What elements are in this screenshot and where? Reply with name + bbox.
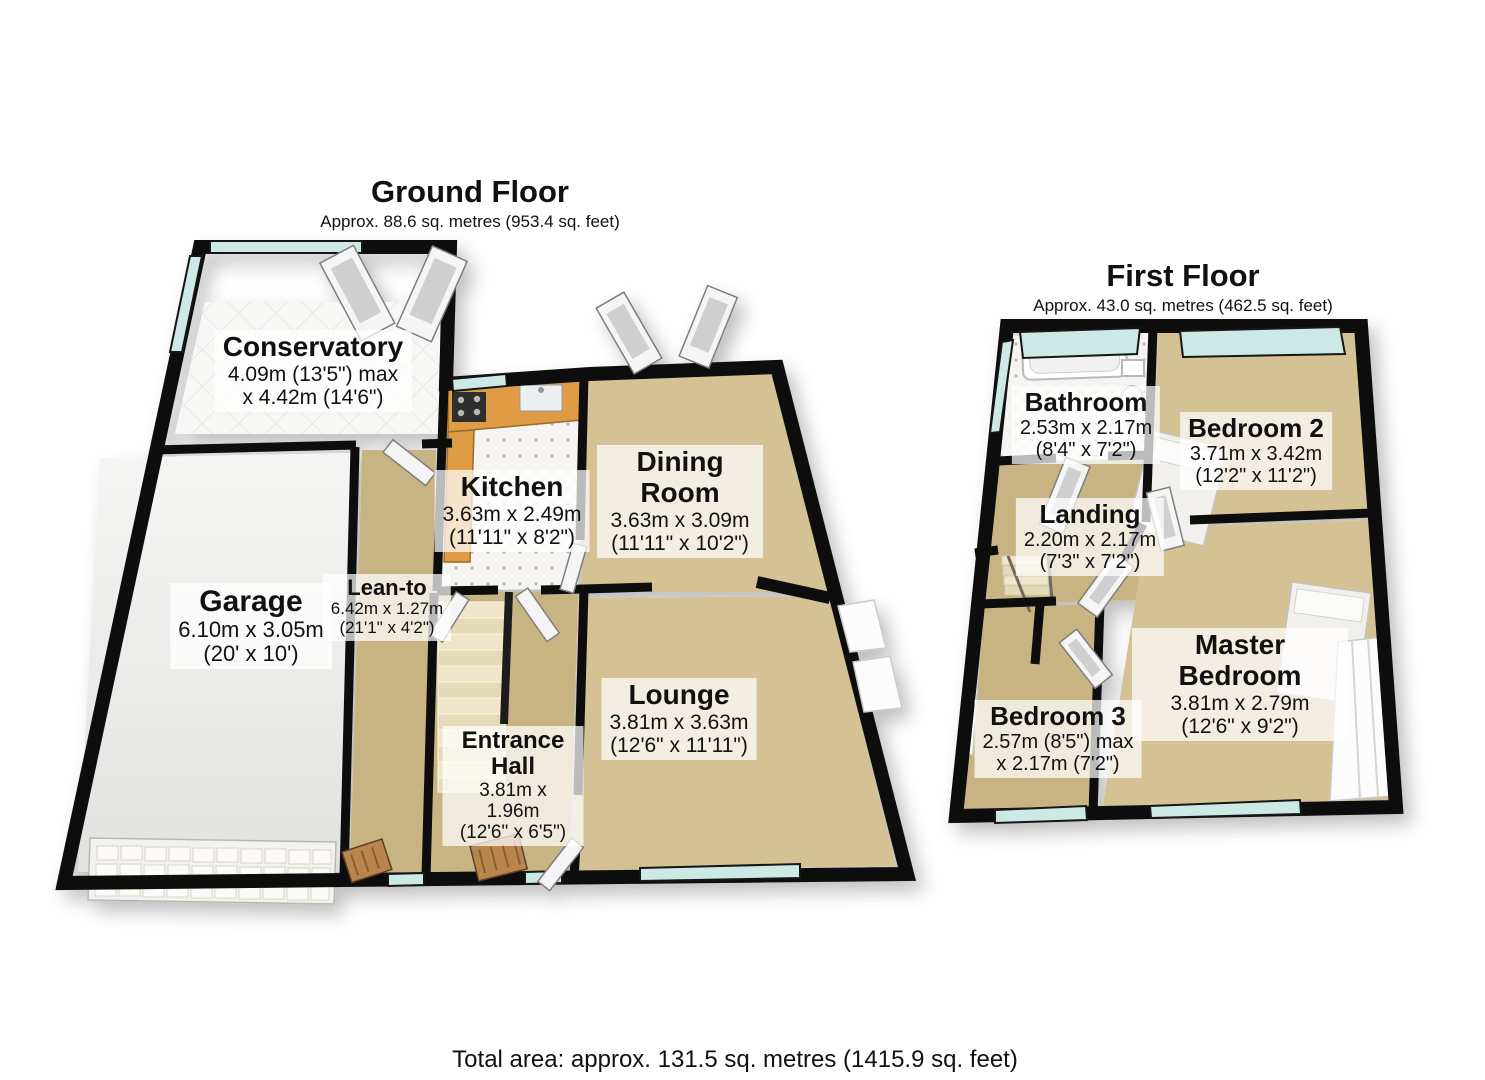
- conservatory-door-leaf: [382, 438, 437, 487]
- room-dims: (21'1" x 4'2"): [339, 617, 435, 637]
- room-name: Entrance Hall: [461, 727, 565, 781]
- room-dims: (12'2" x 11'2"): [1195, 464, 1317, 487]
- ground-floor-subtitle: Approx. 88.6 sq. metres (953.4 sq. feet): [320, 211, 620, 231]
- room-dims: 3.63m x 2.49m: [442, 502, 582, 526]
- room-label-garage: Garage 6.10m x 3.05m (20' x 10'): [170, 583, 332, 670]
- room-dims: 6.10m x 3.05m: [178, 617, 324, 642]
- room-label-kitchen: Kitchen 3.63m x 2.49m (11'11" x 8'2"): [434, 470, 590, 552]
- conservatory-left-window: [168, 255, 204, 353]
- room-name: Kitchen: [460, 471, 564, 502]
- room-label-master-bedroom: Master Bedroom 3.81m x 2.79m (12'6" x 9'…: [1132, 628, 1348, 741]
- room-dims: 3.81m x 2.79m: [1170, 691, 1310, 715]
- garage-door: [87, 837, 337, 905]
- room-dims: (11'11" x 8'2"): [448, 525, 576, 549]
- kitchen-window: [450, 372, 509, 393]
- room-label-bedroom-3: Bedroom 3 2.57m (8'5") max x 2.17m (7'2"…: [974, 700, 1142, 778]
- room-dims: (12'6" x 9'2"): [1181, 714, 1299, 738]
- bedroom2-window: [1178, 325, 1347, 359]
- room-label-dining-room: Dining Room 3.63m x 3.09m (11'11" x 10'2…: [597, 445, 763, 558]
- room-name: Bedroom 2: [1188, 413, 1324, 443]
- room-label-lounge: Lounge 3.81m x 3.63m (12'6" x 11'11"): [601, 678, 757, 760]
- total-area-text: Total area: approx. 131.5 sq. metres (14…: [452, 1046, 1018, 1073]
- bedroom3-window: [994, 804, 1089, 825]
- lounge-alcove: [837, 599, 887, 653]
- dining-french-doors: [595, 284, 739, 376]
- room-dims: 3.81m x 3.63m: [609, 710, 749, 734]
- room-dims: (12'6" x 11'11"): [610, 733, 748, 757]
- room-name: Dining Room: [636, 446, 724, 508]
- room-dims: x 4.42m (14'6"): [242, 385, 384, 409]
- room-label-lean-to: Lean-to 6.42m x 1.27m (21'1" x 4'2"): [322, 574, 452, 641]
- room-label-entrance-hall: Entrance Hall 3.81m x 1.96m (12'6" x 6'5…: [442, 726, 584, 847]
- room-dims: (11'11" x 10'2"): [611, 531, 749, 555]
- stove-icon: [452, 392, 486, 422]
- leanto-window: [387, 871, 425, 888]
- leanto-door: [341, 838, 393, 884]
- room-dims: x 2.17m (7'2"): [996, 752, 1120, 775]
- room-dims: 3.63m x 3.09m: [610, 508, 750, 532]
- room-dims: (20' x 10'): [203, 641, 299, 667]
- room-name: Bedroom 3: [990, 701, 1126, 731]
- room-dims: 2.57m (8'5") max: [982, 730, 1134, 753]
- kitchen-door-leaf: [514, 586, 561, 643]
- first-floor-title-text: First Floor: [1106, 258, 1260, 293]
- room-name: Landing: [1039, 499, 1141, 529]
- room-name: Conservatory: [222, 331, 404, 362]
- first-floor-subtitle: Approx. 43.0 sq. metres (462.5 sq. feet): [1033, 295, 1333, 315]
- room-name: Bathroom: [1024, 387, 1148, 417]
- hall-leanto-floor: [350, 450, 436, 876]
- basin-icon: [1121, 359, 1145, 377]
- room-label-bedroom-2: Bedroom 2 3.71m x 3.42m (12'2" x 11'2"): [1180, 412, 1332, 490]
- room-name: Garage: [199, 585, 303, 618]
- room-dims: (8'4" x 7'2"): [1035, 438, 1137, 461]
- room-dims: (12'6" x 6'5"): [459, 821, 567, 843]
- first-floor-title: First Floor Approx. 43.0 sq. metres (462…: [1033, 258, 1333, 316]
- room-name: Master Bedroom: [1178, 629, 1302, 691]
- conservatory-french-doors: [318, 244, 469, 343]
- room-dims: (7'3" x 7'2"): [1039, 550, 1141, 573]
- ground-floor-title: Ground Floor Approx. 88.6 sq. metres (95…: [320, 174, 620, 232]
- room-dims: 2.53m x 2.17m: [1019, 416, 1153, 439]
- room-dims: 4.09m (13'5") max: [227, 362, 399, 386]
- room-dims: 3.81m x 1.96m: [479, 779, 547, 822]
- room-dims: 2.20m x 2.17m: [1023, 528, 1157, 551]
- conservatory-top-window: [209, 240, 363, 254]
- room-dims: 3.71m x 3.42m: [1189, 442, 1323, 465]
- lounge-rear-window: [639, 862, 801, 883]
- ff-outer-wall: [948, 319, 1404, 824]
- room-label-landing: Landing 2.20m x 2.17m (7'3" x 7'2"): [1015, 498, 1165, 576]
- landing-side-window: [988, 338, 1015, 435]
- room-label-conservatory: Conservatory 4.09m (13'5") max x 4.42m (…: [214, 330, 412, 412]
- lounge-alcove: [852, 655, 903, 713]
- room-name: Lounge: [628, 679, 730, 710]
- room-label-bathroom: Bathroom 2.53m x 2.17m (8'4" x 7'2"): [1011, 386, 1161, 464]
- room-dims: 6.42m x 1.27m: [330, 599, 444, 619]
- ground-floor-title-text: Ground Floor: [370, 174, 570, 209]
- master-window: [1148, 798, 1303, 820]
- room-name: Lean-to: [347, 575, 427, 600]
- bathroom-window: [1018, 326, 1142, 360]
